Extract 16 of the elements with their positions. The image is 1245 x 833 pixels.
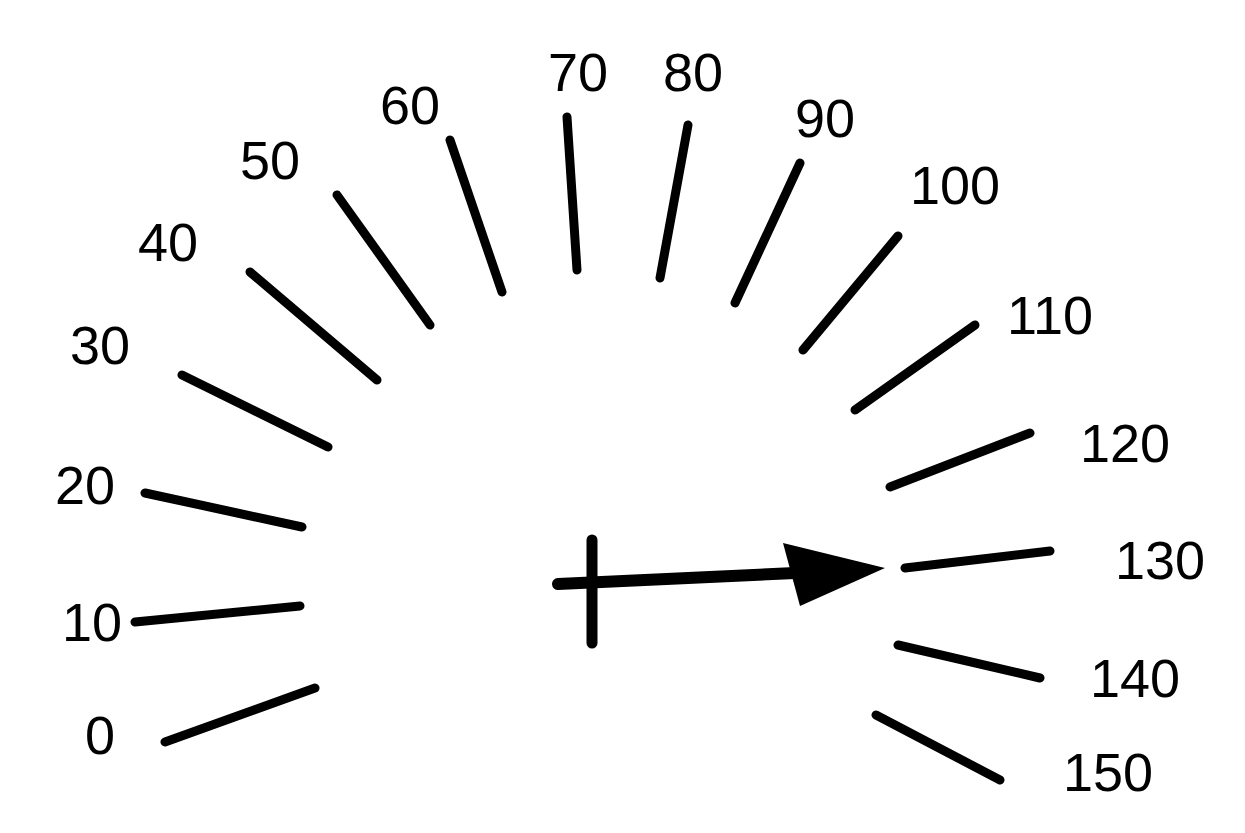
scale-number: 30 (69, 318, 131, 372)
scale-number: 100 (909, 158, 1001, 212)
scale-number: 80 (662, 45, 724, 99)
scale-number: 10 (61, 595, 123, 649)
scale-number: 40 (137, 215, 199, 269)
scale-number: 50 (239, 133, 301, 187)
scale-number: 0 (85, 708, 115, 762)
scale-number: 60 (379, 78, 441, 132)
scale-number: 130 (1114, 533, 1206, 587)
scale-number: 120 (1079, 416, 1171, 470)
scale-number: 150 (1062, 745, 1154, 799)
scale-number: 90 (794, 91, 856, 145)
scale-number: 110 (1006, 288, 1094, 342)
scale-number: 20 (54, 458, 116, 512)
scale-number: 140 (1089, 651, 1181, 705)
scale-number: 70 (547, 45, 609, 99)
